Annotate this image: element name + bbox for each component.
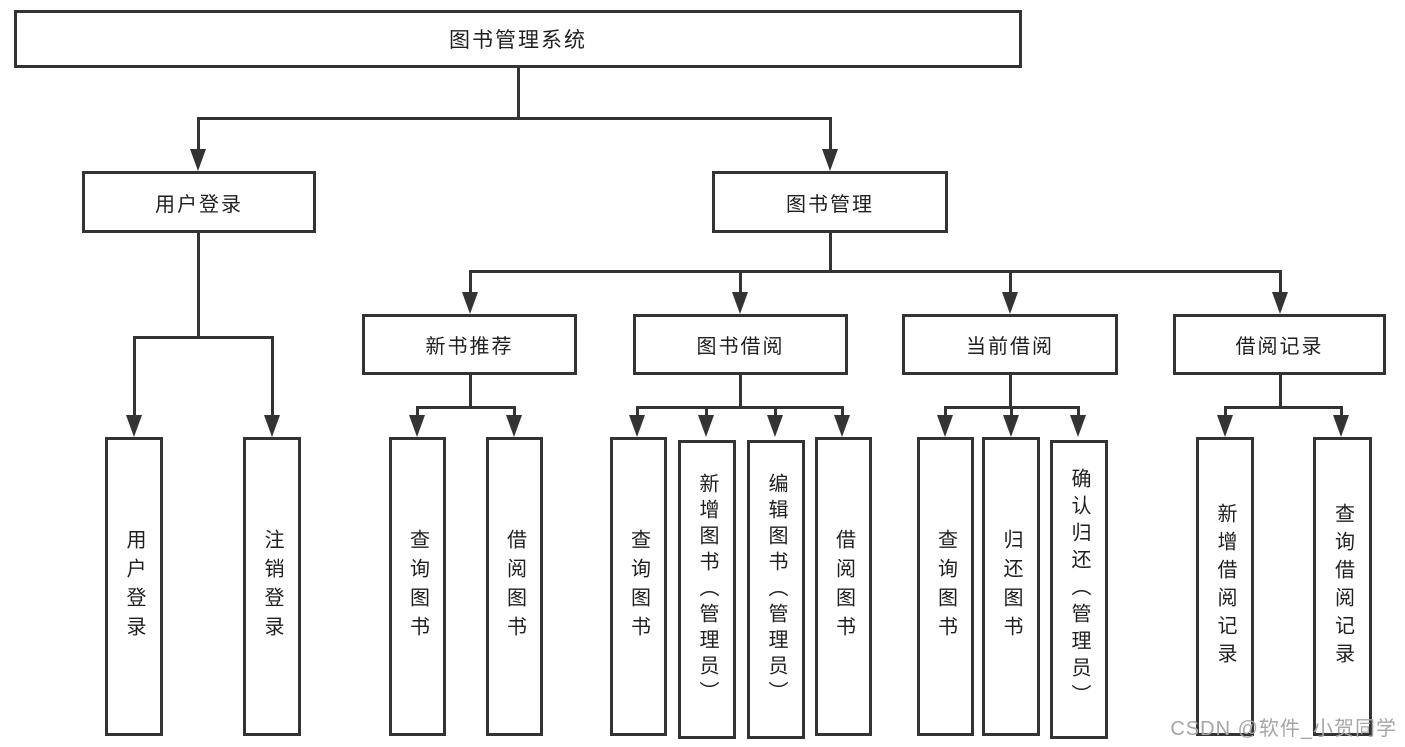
leaf-br-query-record-label: 查询借阅记录: [1331, 502, 1354, 671]
node-root-label: 图书管理系统: [449, 29, 587, 52]
connector-vline: [133, 336, 136, 417]
connector-vline: [469, 270, 472, 295]
arrow-down-icon: [937, 415, 953, 437]
leaf-logout-label: 注销登录: [261, 528, 283, 645]
connector-hline: [197, 117, 832, 120]
connector-vline: [829, 233, 832, 270]
connector-hline: [636, 406, 844, 409]
node-book-borrow-label: 图书借阅: [696, 336, 785, 358]
arrow-down-icon: [767, 415, 783, 437]
connector-vline: [1009, 270, 1012, 295]
arrow-down-icon: [698, 415, 714, 437]
node-user-login: 用户登录: [82, 171, 316, 233]
leaf-bb-borrow-books-label: 借阅图书: [832, 528, 855, 645]
leaf-nbr-borrow-books-label: 借阅图书: [503, 528, 526, 645]
arrow-down-icon: [126, 415, 142, 437]
arrow-down-icon: [409, 415, 425, 437]
leaf-br-add-record: 新增借阅记录: [1196, 437, 1254, 736]
leaf-user-login-label: 用户登录: [123, 528, 145, 645]
node-new-book-recommend: 新书推荐: [362, 314, 577, 375]
leaf-nbr-borrow-books: 借阅图书: [486, 437, 543, 736]
leaf-cb-return-books: 归还图书: [982, 437, 1040, 736]
connector-vline: [1010, 406, 1013, 417]
arrow-down-icon: [1272, 292, 1288, 314]
node-book-borrow: 图书借阅: [633, 314, 848, 375]
leaf-logout: 注销登录: [243, 437, 301, 736]
connector-vline: [1224, 406, 1227, 417]
connector-vline: [774, 406, 777, 417]
csdn-watermark: CSDN @软件_小贺同学: [1170, 718, 1397, 740]
node-current-borrow-label: 当前借阅: [966, 336, 1054, 358]
connector-vline: [841, 406, 844, 417]
connector-vline: [469, 375, 472, 406]
connector-vline: [739, 270, 742, 295]
leaf-cb-confirm-return-admin: 确认归还（管理员）: [1050, 440, 1108, 739]
node-borrow-records: 借阅记录: [1173, 314, 1386, 375]
connector-hline: [1224, 406, 1343, 409]
connector-vline: [1340, 406, 1343, 417]
arrow-down-icon: [1217, 415, 1233, 437]
connector-vline: [829, 117, 832, 152]
connector-vline: [197, 117, 200, 152]
leaf-bb-borrow-books: 借阅图书: [815, 437, 872, 736]
leaf-bb-query-books: 查询图书: [610, 437, 667, 736]
arrow-down-icon: [1002, 292, 1018, 314]
connector-vline: [739, 375, 742, 406]
leaf-bb-add-books-admin-label: 新增图书（管理员）: [696, 472, 718, 707]
connector-vline: [1009, 375, 1012, 406]
leaf-cb-confirm-return-admin-label: 确认归还（管理员）: [1068, 468, 1090, 711]
node-root: 图书管理系统: [14, 10, 1022, 68]
arrow-down-icon: [190, 149, 206, 171]
connector-vline: [1279, 375, 1282, 406]
node-book-management: 图书管理: [712, 171, 948, 233]
node-new-book-recommend-label: 新书推荐: [425, 336, 514, 358]
leaf-br-add-record-label: 新增借阅记录: [1214, 502, 1236, 671]
connector-vline: [1077, 406, 1080, 417]
connector-vline: [705, 406, 708, 417]
leaf-cb-return-books-label: 归还图书: [1000, 528, 1022, 645]
connector-hline: [133, 336, 273, 339]
leaf-nbr-query-books: 查询图书: [389, 437, 446, 736]
arrow-down-icon: [822, 149, 838, 171]
leaf-bb-query-books-label: 查询图书: [627, 528, 650, 645]
arrow-down-icon: [506, 415, 522, 437]
leaf-bb-add-books-admin: 新增图书（管理员）: [678, 440, 736, 739]
leaf-br-query-record: 查询借阅记录: [1313, 437, 1372, 736]
leaf-cb-query-books: 查询图书: [917, 437, 974, 736]
arrow-down-icon: [1003, 415, 1019, 437]
leaf-bb-edit-books-admin-label: 编辑图书（管理员）: [765, 472, 787, 707]
connector-hline: [416, 406, 516, 409]
arrow-down-icon: [264, 415, 280, 437]
node-user-login-label: 用户登录: [155, 193, 243, 216]
leaf-bb-edit-books-admin: 编辑图书（管理员）: [747, 440, 805, 739]
node-borrow-records-label: 借阅记录: [1235, 336, 1324, 358]
leaf-cb-query-books-label: 查询图书: [934, 528, 957, 645]
connector-vline: [513, 406, 516, 417]
node-book-management-label: 图书管理: [786, 193, 874, 216]
connector-vline: [1279, 270, 1282, 295]
node-current-borrow: 当前借阅: [902, 314, 1118, 375]
arrow-down-icon: [834, 415, 850, 437]
connector-vline: [517, 68, 520, 117]
arrow-down-icon: [1333, 415, 1349, 437]
connector-vline: [944, 406, 947, 417]
arrow-down-icon: [1070, 415, 1086, 437]
arrow-down-icon: [462, 292, 478, 314]
connector-hline: [469, 270, 1281, 273]
connector-vline: [636, 406, 639, 417]
arrow-down-icon: [629, 415, 645, 437]
leaf-nbr-query-books-label: 查询图书: [406, 528, 429, 645]
connector-vline: [416, 406, 419, 417]
arrow-down-icon: [732, 292, 748, 314]
connector-vline: [197, 233, 200, 336]
leaf-user-login: 用户登录: [105, 437, 163, 736]
connector-vline: [271, 336, 274, 417]
